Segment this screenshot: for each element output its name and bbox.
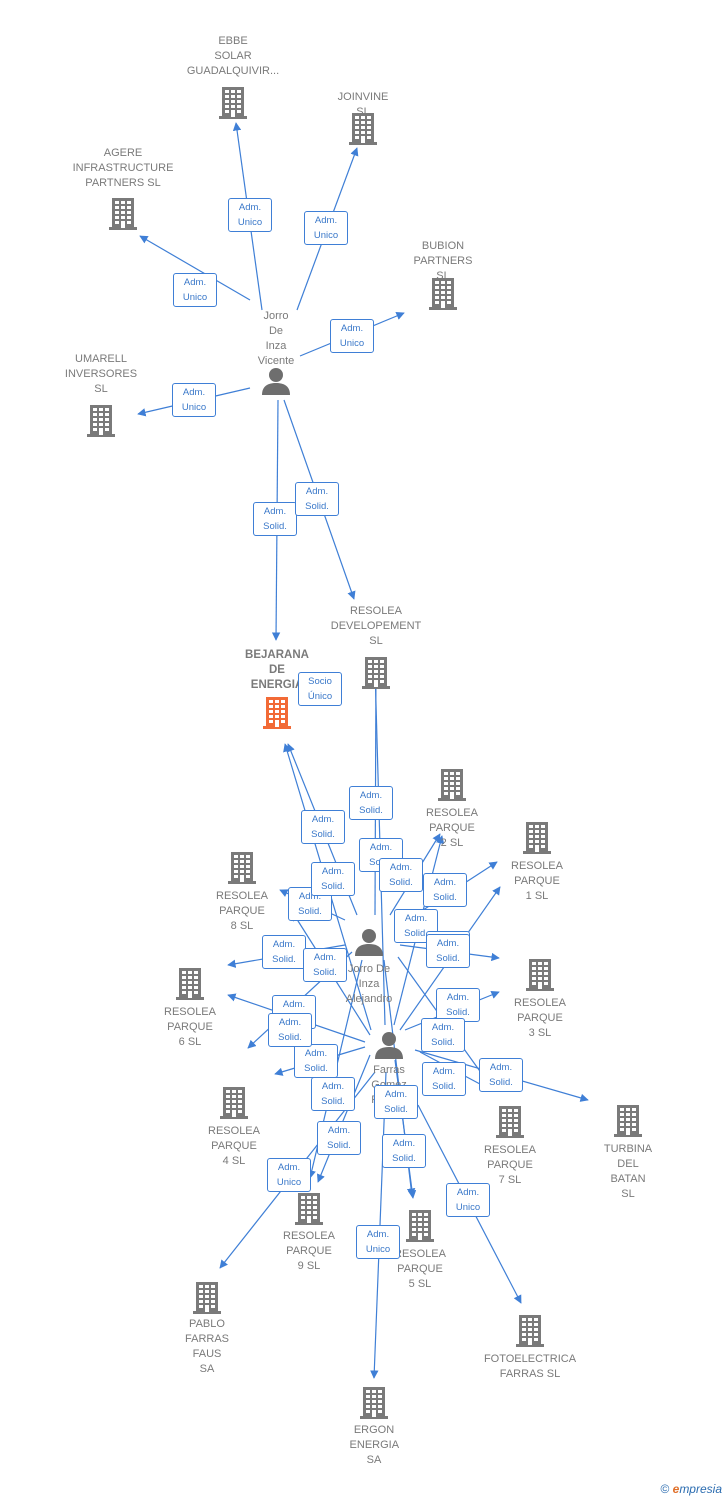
person-icon (261, 366, 291, 401)
node-label: BEJARANA DE ENERGIA (245, 649, 309, 691)
building-icon (294, 1191, 324, 1230)
node-label: RESOLEA PARQUE 1 SL (511, 860, 563, 902)
edge-label[interactable]: Adm. Unico (446, 1183, 490, 1217)
person-icon (354, 927, 384, 962)
copyright-symbol: © (660, 1482, 670, 1496)
edge-label[interactable]: Adm. Unico (304, 211, 348, 245)
brand-name: mpresia (679, 1482, 722, 1496)
building-icon (495, 1104, 525, 1143)
node-label: RESOLEA PARQUE 6 SL (164, 1006, 216, 1048)
building-icon (522, 820, 552, 859)
edge-label[interactable]: Adm. Unico (228, 198, 272, 232)
node-label: RESOLEA PARQUE 8 SL (216, 890, 268, 932)
building-icon (428, 276, 458, 315)
node-label: RESOLEA PARQUE 4 SL (208, 1125, 260, 1167)
building-icon (175, 966, 205, 1005)
edge-label[interactable]: Adm. Solid. (382, 1134, 426, 1168)
edge-label[interactable]: Adm. Solid. (268, 1013, 312, 1047)
building-icon (525, 957, 555, 996)
node-label: EBBE SOLAR GUADALQUIVIR... (186, 35, 280, 77)
edge-label[interactable]: Adm. Unico (173, 273, 217, 307)
edge-vicente-agere (139, 235, 251, 301)
edge-label[interactable]: Adm. Solid. (311, 862, 355, 896)
building-icon (405, 1208, 435, 1247)
edge-label[interactable]: Adm. Unico (172, 383, 216, 417)
edge-label[interactable]: Adm. Solid. (426, 934, 470, 968)
edge-label[interactable]: Adm. Solid. (317, 1121, 361, 1155)
node-label: Jorro De Inza Alejandro (345, 963, 393, 1005)
brand-footer: © empresia (660, 1482, 722, 1496)
edge-label[interactable]: Adm. Solid. (253, 502, 297, 536)
edge-label[interactable]: Socio Único (298, 672, 342, 706)
edge-label[interactable]: Adm. Solid. (303, 948, 347, 982)
node-label: ERGON ENERGIA SA (349, 1424, 400, 1466)
node-label: Jorro De Inza Vicente (257, 310, 295, 367)
edge-label[interactable]: Adm. Solid. (349, 786, 393, 820)
building-icon (359, 1385, 389, 1424)
node-label: RESOLEA PARQUE 3 SL (514, 997, 566, 1039)
node-label: RESOLEA PARQUE 5 SL (394, 1248, 446, 1290)
edge-label[interactable]: Adm. Solid. (379, 858, 423, 892)
node-label: FOTOELECTRICA FARRAS SL (483, 1353, 577, 1380)
node-label: TURBINA DEL BATAN SL (603, 1143, 653, 1200)
node-label: RESOLEA DEVELOPEMENT SL (330, 605, 422, 647)
edge-label[interactable]: Adm. Unico (356, 1225, 400, 1259)
edge-label[interactable]: Adm. Solid. (374, 1085, 418, 1119)
node-label: RESOLEA PARQUE 2 SL (426, 807, 478, 849)
brand-initial: e (672, 1482, 680, 1496)
building-icon (218, 85, 248, 124)
edge-label[interactable]: Adm. Unico (267, 1158, 311, 1192)
node-label: RESOLEA PARQUE 9 SL (283, 1230, 335, 1272)
node-label: PABLO FARRAS FAUS SA (184, 1318, 230, 1375)
building-icon (613, 1103, 643, 1142)
node-label: AGERE INFRASTRUCTURE PARTNERS SL (72, 147, 174, 189)
edge-label[interactable]: Adm. Solid. (294, 1044, 338, 1078)
person-icon (374, 1030, 404, 1065)
edge-label[interactable]: Adm. Solid. (479, 1058, 523, 1092)
building-icon (515, 1313, 545, 1352)
building-icon (108, 196, 138, 235)
edge-label[interactable]: Adm. Solid. (262, 935, 306, 969)
edge-label[interactable]: Adm. Solid. (301, 810, 345, 844)
building-icon (262, 695, 292, 734)
building-icon (86, 403, 116, 442)
edge-label[interactable]: Adm. Solid. (422, 1062, 466, 1096)
edge-label[interactable]: Adm. Solid. (421, 1018, 465, 1052)
edge-farras-rp9 (316, 1054, 371, 1183)
node-label: UMARELL INVERSORES SL (64, 353, 138, 395)
edge-label[interactable]: Adm. Solid. (311, 1077, 355, 1111)
building-icon (219, 1085, 249, 1124)
node-label: RESOLEA PARQUE 7 SL (484, 1144, 536, 1186)
building-icon (361, 655, 391, 694)
edge-label[interactable]: Adm. Solid. (436, 988, 480, 1022)
building-icon (437, 767, 467, 806)
edge-label[interactable]: Adm. Unico (330, 319, 374, 353)
edge-label[interactable]: Adm. Solid. (295, 482, 339, 516)
building-icon (227, 850, 257, 889)
building-icon (192, 1280, 222, 1319)
edge-farras-rp5 (394, 1059, 417, 1199)
edge-label[interactable]: Adm. Solid. (423, 873, 467, 907)
building-icon (348, 111, 378, 150)
